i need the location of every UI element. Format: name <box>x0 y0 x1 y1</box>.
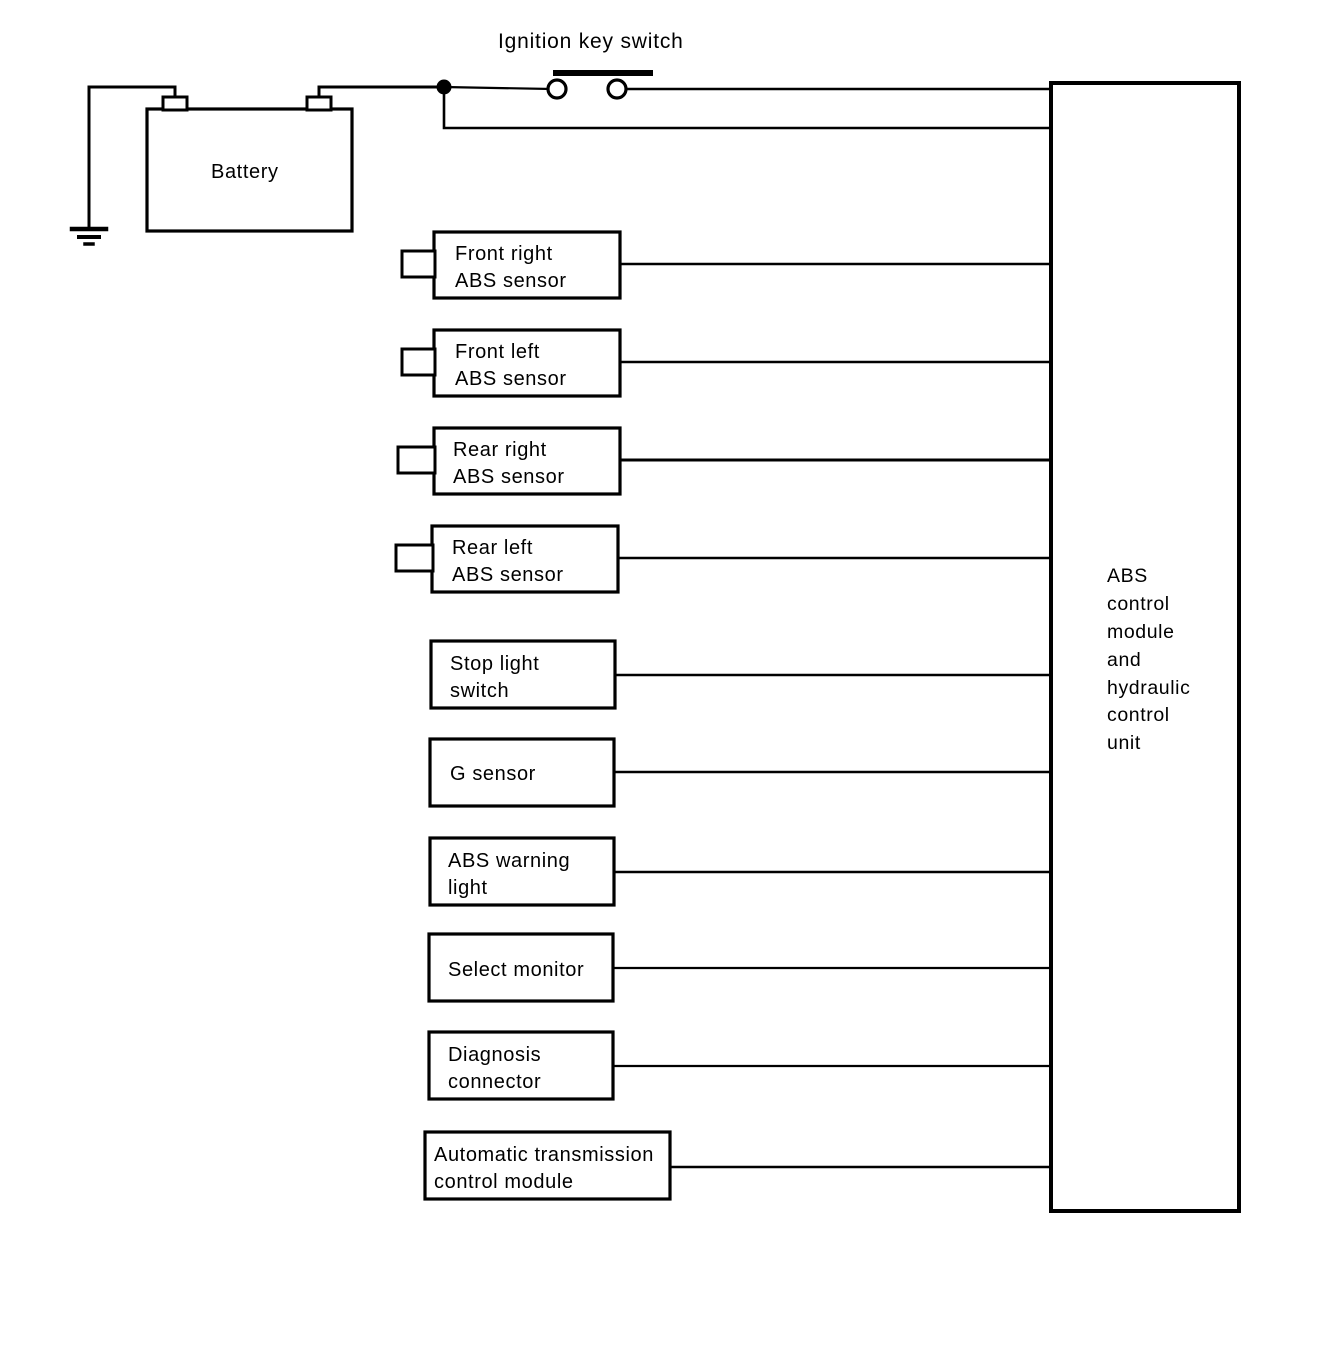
ignition-contact-left-icon[interactable] <box>546 78 568 100</box>
automatic-transmission-control-module-label: Automatic transmission control module <box>434 1144 654 1193</box>
g-sensor-box <box>428 737 616 808</box>
stop-light-switch-box <box>429 639 617 710</box>
rear-right-abs-sensor-connector-tab <box>396 445 437 475</box>
rear-left-abs-sensor-connector-tab <box>394 543 435 573</box>
front-left-abs-sensor-label: Front left ABS sensor <box>455 341 567 390</box>
battery-negative-terminal <box>161 95 189 112</box>
front-left-abs-sensor-box <box>432 328 622 398</box>
stop-light-switch-label: Stop light switch <box>450 653 540 702</box>
battery-positive-terminal <box>305 95 333 112</box>
front-right-abs-sensor-label: Front right ABS sensor <box>455 243 567 292</box>
battery-positive-wire <box>317 85 446 99</box>
rear-right-abs-sensor-label: Rear right ABS sensor <box>453 439 565 488</box>
battery-ground-wire <box>87 85 177 230</box>
diagnosis-connector-label: Diagnosis connector <box>448 1044 542 1093</box>
abs-control-module-box <box>1049 81 1241 1213</box>
rear-left-abs-sensor-box <box>430 524 620 594</box>
select-monitor-box <box>427 932 615 1003</box>
select-monitor-label: Select monitor <box>448 959 585 981</box>
battery-label: Battery <box>211 161 279 183</box>
battery-body <box>145 107 354 233</box>
ignition-feed-wire <box>442 85 553 91</box>
g-sensor-label: G sensor <box>450 763 536 785</box>
rear-left-abs-sensor-label: Rear left ABS sensor <box>452 537 564 586</box>
front-left-abs-sensor-connector-tab <box>400 347 437 377</box>
automatic-transmission-control-module-box <box>423 1130 672 1201</box>
ignition-contact-right-icon[interactable] <box>606 78 628 100</box>
rear-right-abs-sensor-box <box>432 426 622 496</box>
ignition-branch-wire <box>442 85 1053 130</box>
ignition-key-switch-label: Ignition key switch <box>498 30 684 53</box>
front-right-abs-sensor-connector-tab <box>400 249 437 279</box>
abs-control-module-label: ABS control module and hydraulic control… <box>1107 565 1191 755</box>
abs-warning-light-label: ABS warning light <box>448 850 571 899</box>
